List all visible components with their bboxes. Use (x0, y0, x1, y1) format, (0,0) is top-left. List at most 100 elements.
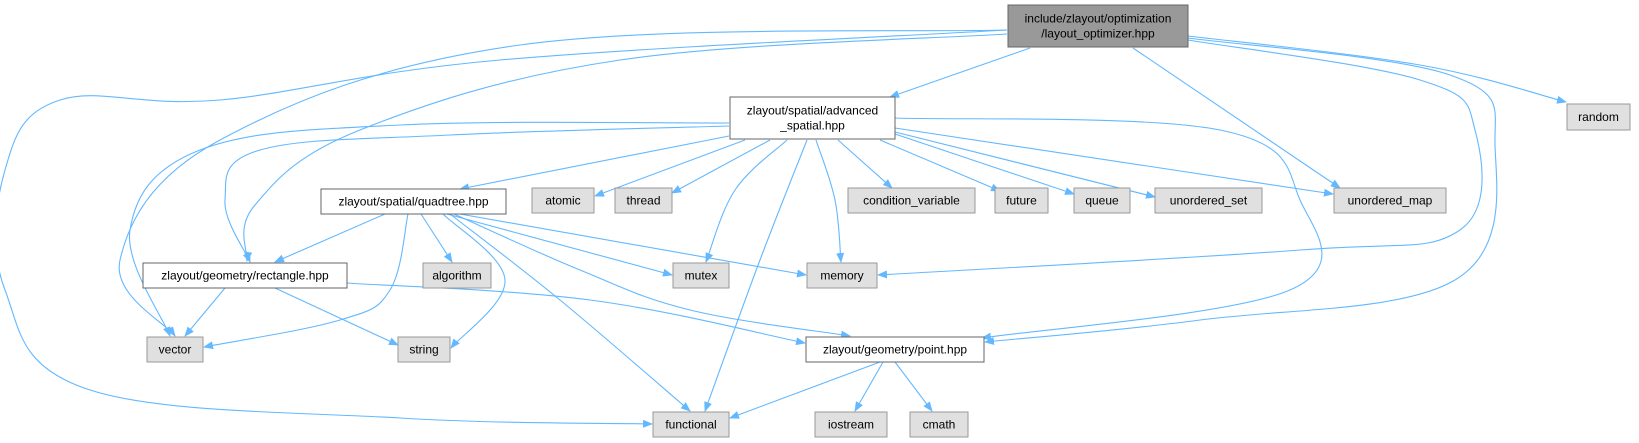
edge-quadtree-to-point (453, 213, 851, 339)
node-vector: vector (146, 336, 204, 363)
node-thread: thread (614, 187, 673, 214)
node-label: condition_variable (863, 194, 960, 208)
edges-layer (0, 29, 1567, 428)
edge-point-to-functional (729, 361, 881, 419)
node-box (1566, 103, 1631, 131)
node-box (994, 187, 1049, 214)
node-label: zlayout/geometry/rectangle.hpp (161, 269, 329, 283)
node-string: string (397, 336, 451, 363)
node-box (1333, 187, 1447, 214)
node-label: _spatial.hpp (779, 119, 845, 133)
node-label: future (1006, 194, 1037, 208)
edge-layout_optimizer-to-advanced_spatial (889, 47, 1031, 98)
node-box (146, 336, 204, 363)
node-label: atomic (545, 194, 580, 208)
edge-advanced_spatial-to-condition_variable (837, 139, 893, 189)
node-label: string (409, 343, 438, 357)
edge-layout_optimizer-to-vector (118, 29, 1008, 337)
node-box (1007, 4, 1189, 48)
node-advanced-spatial[interactable]: zlayout/spatial/advanced_spatial.hpp (729, 96, 896, 140)
edge-layout_optimizer-to-rectangle (243, 33, 1008, 262)
node-memory: memory (806, 262, 878, 289)
edge-point-to-iostream (854, 361, 884, 412)
edge-layout_optimizer-to-point (984, 37, 1498, 346)
node-mutex: mutex (672, 262, 730, 289)
node-label: vector (159, 343, 192, 357)
node-quadtree[interactable]: zlayout/spatial/quadtree.hpp (320, 188, 507, 215)
node-box (1073, 187, 1131, 214)
edge-layout_optimizer-to-functional (0, 29, 1008, 428)
edge-quadtree-to-memory (459, 213, 807, 278)
edge-quadtree-to-algorithm (420, 213, 453, 263)
node-label: zlayout/spatial/advanced (747, 104, 878, 118)
edge-layout_optimizer-to-random (1187, 35, 1567, 104)
node-box (320, 188, 507, 215)
node-random: random (1566, 103, 1631, 131)
node-label: algorithm (432, 269, 481, 283)
nodes-layer: include/zlayout/optimization/layout_opti… (142, 4, 1631, 438)
node-box (847, 187, 976, 214)
node-condition-variable: condition_variable (847, 187, 976, 214)
node-label: queue (1085, 194, 1119, 208)
node-rectangle[interactable]: zlayout/geometry/rectangle.hpp (142, 262, 348, 289)
edge-layout_optimizer-to-unordered_map (1132, 47, 1341, 189)
edge-advanced_spatial-to-mutex (705, 139, 788, 263)
edge-advanced_spatial-to-thread (671, 139, 771, 194)
edge-rectangle-to-string (274, 287, 399, 346)
edge-rectangle-to-vector (184, 287, 226, 337)
edge-advanced_spatial-to-unordered_map (894, 127, 1334, 197)
edge-quadtree-to-rectangle (274, 213, 386, 263)
edge-point-to-cmath (894, 361, 933, 412)
edge-advanced_spatial-to-vector (129, 121, 730, 337)
node-label: thread (626, 194, 660, 208)
node-algorithm: algorithm (422, 262, 492, 289)
edge-advanced_spatial-to-atomic (594, 139, 746, 197)
edge-layout_optimizer-to-memory (877, 39, 1483, 279)
edge-advanced_spatial-to-quadtree (459, 135, 730, 192)
edge-quadtree-to-mutex (446, 213, 673, 277)
edge-quadtree-to-vector (203, 213, 409, 350)
node-box (142, 262, 348, 289)
node-label: zlayout/geometry/point.hpp (823, 343, 967, 357)
edge-rectangle-to-point (346, 282, 806, 346)
edge-advanced_spatial-to-future (879, 139, 1001, 192)
node-label: unordered_set (1170, 194, 1248, 208)
node-cmath: cmath (909, 411, 969, 438)
edge-advanced_spatial-to-queue (894, 133, 1075, 195)
node-box (814, 411, 888, 438)
node-box (729, 96, 896, 140)
node-future: future (994, 187, 1049, 214)
edge-advanced_spatial-to-unordered_set (894, 131, 1156, 199)
node-point[interactable]: zlayout/geometry/point.hpp (805, 336, 985, 363)
node-queue: queue (1073, 187, 1131, 214)
node-label: /layout_optimizer.hpp (1041, 27, 1155, 41)
node-label: zlayout/spatial/quadtree.hpp (338, 195, 488, 209)
node-label: unordered_map (1348, 194, 1433, 208)
node-label: iostream (828, 418, 874, 432)
edge-quadtree-to-functional (449, 213, 691, 412)
edge-quadtree-to-string (442, 213, 506, 349)
node-layout-optimizer[interactable]: include/zlayout/optimization/layout_opti… (1007, 4, 1189, 48)
node-box (1154, 187, 1263, 214)
edge-advanced_spatial-to-rectangle (224, 125, 730, 263)
node-label: include/zlayout/optimization (1025, 12, 1172, 26)
node-unordered-map: unordered_map (1333, 187, 1447, 214)
node-box (614, 187, 673, 214)
edge-advanced_spatial-to-memory (815, 139, 845, 263)
node-box (397, 336, 451, 363)
node-box (672, 262, 730, 289)
node-box (422, 262, 492, 289)
node-box (805, 336, 985, 363)
edge-advanced_spatial-to-functional (704, 139, 808, 412)
edge-advanced_spatial-to-point (894, 117, 1323, 341)
node-box (909, 411, 969, 438)
node-label: mutex (685, 269, 718, 283)
node-box (652, 411, 730, 438)
node-unordered-set: unordered_set (1154, 187, 1263, 214)
node-label: functional (665, 418, 716, 432)
node-box (806, 262, 878, 289)
node-label: cmath (923, 418, 956, 432)
node-functional: functional (652, 411, 730, 438)
node-label: random (1578, 110, 1619, 124)
